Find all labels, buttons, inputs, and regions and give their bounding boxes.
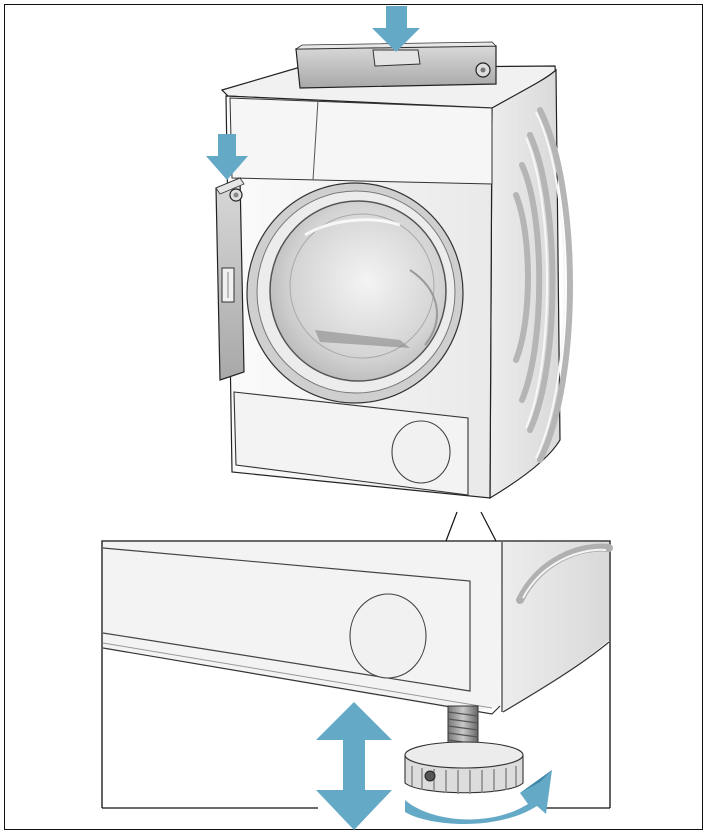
spirit-level-side	[216, 178, 244, 380]
door-porthole	[247, 183, 463, 403]
inset-pointer	[446, 512, 496, 541]
